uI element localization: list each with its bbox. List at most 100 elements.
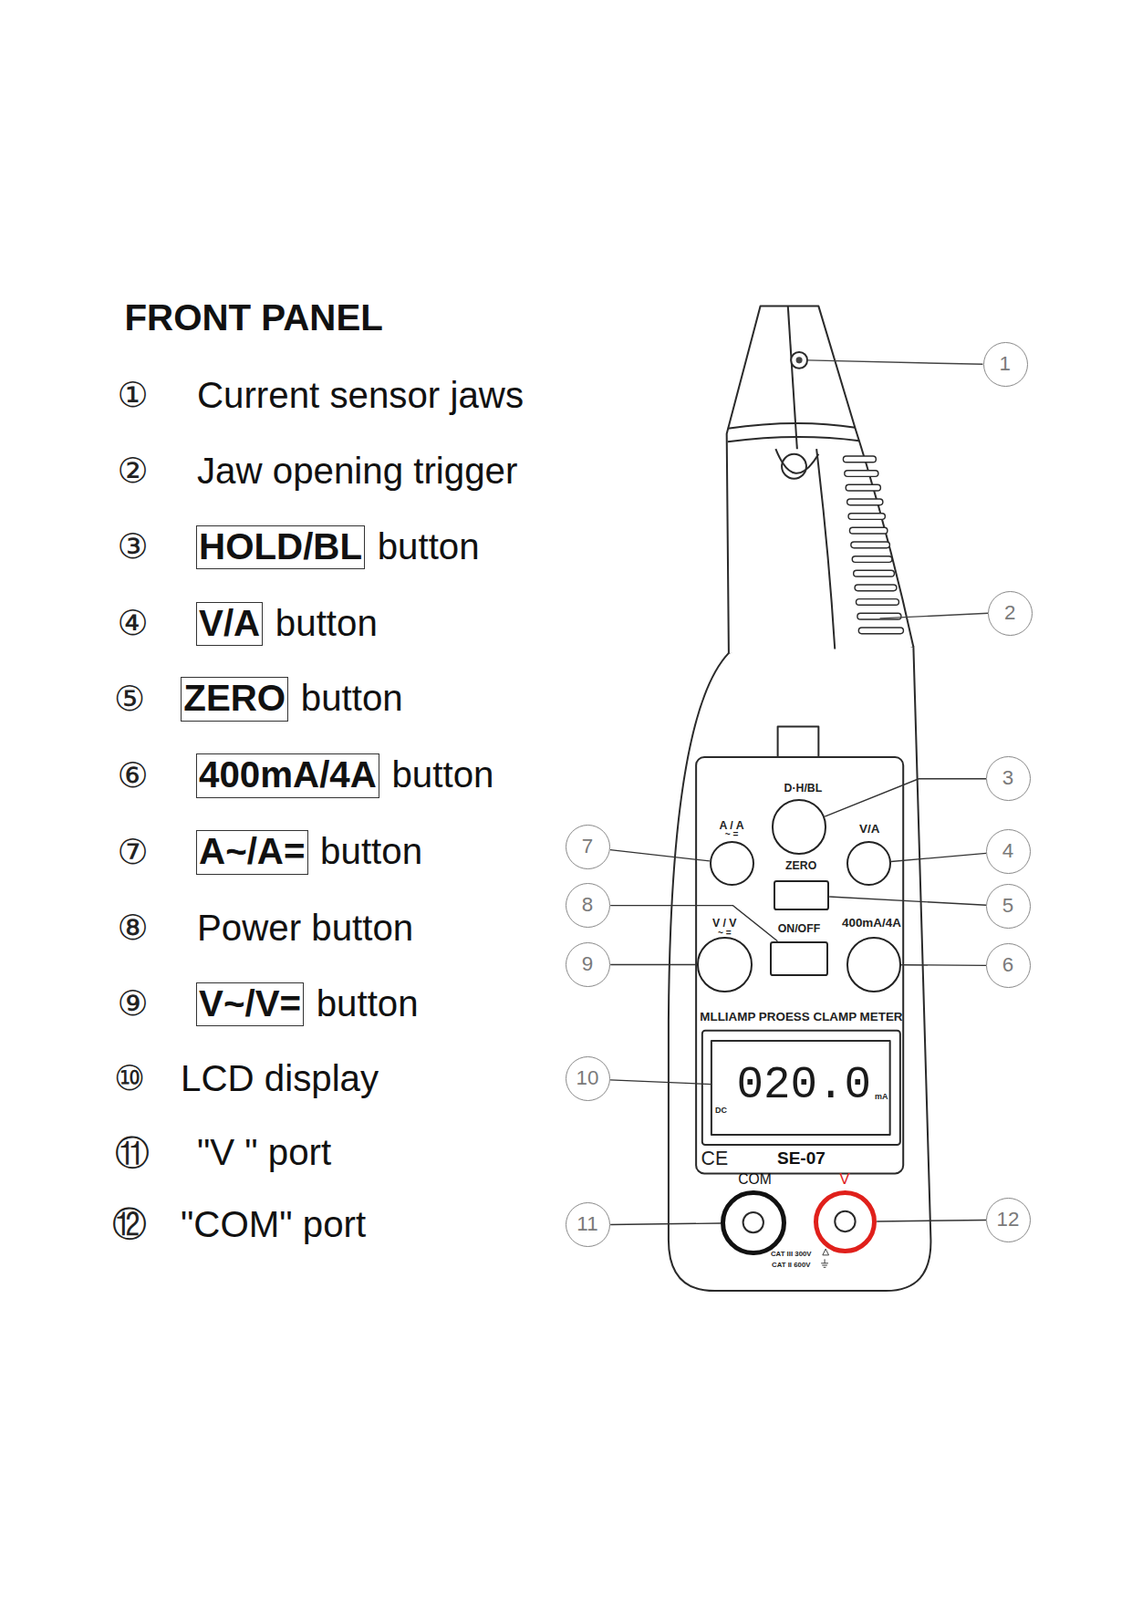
grip-rib [842, 456, 876, 463]
grip-rib [849, 527, 887, 534]
button-label: COM [737, 1171, 772, 1188]
callout-number: 10 [565, 1056, 611, 1101]
button-name: V~/V= [198, 983, 302, 1026]
leader-line [807, 360, 983, 364]
panel-tab [778, 726, 820, 758]
grip-rib [851, 541, 891, 549]
list-number: ⑩ [114, 1059, 146, 1100]
list-text: Jaw opening trigger [197, 450, 518, 493]
lcd-text: DC [715, 1105, 727, 1115]
lcd-window [711, 1040, 891, 1135]
button-label: ~ = [725, 829, 739, 841]
grip-rib [853, 570, 895, 577]
button-name-box: V/A [196, 602, 264, 646]
leader-line [824, 778, 987, 817]
callout-number: 5 [1002, 893, 1014, 918]
grip-rib [857, 612, 902, 620]
device-marking: CAT III 300V [770, 1249, 812, 1258]
lcd-frame [702, 1030, 901, 1145]
leader-line [610, 1080, 712, 1085]
device-marking: SE-07 [777, 1148, 826, 1169]
va-button: V/A [846, 841, 892, 886]
button-name: HOLD/BL [198, 526, 363, 569]
button-name-box: A~/A= [196, 830, 309, 874]
callout-number: 4 [986, 829, 1031, 874]
leader-line [879, 612, 988, 619]
warning-symbol [822, 1248, 830, 1256]
list-number: ⑧ [116, 908, 148, 949]
callout-number: 11 [565, 1202, 611, 1247]
grip-rib [848, 513, 885, 520]
callout-number: 9 [565, 942, 611, 987]
button-label: ZERO [785, 859, 817, 873]
callout-number: 3 [1002, 766, 1014, 790]
list-text: "COM" port [180, 1204, 366, 1247]
button-label: D·H/BL [784, 781, 823, 795]
callout-number: 1 [998, 352, 1010, 376]
ground-symbol [820, 1258, 829, 1268]
button-name-box: 400mA/4A [196, 753, 380, 798]
zero-button: ZERO [773, 880, 831, 912]
grip-rib [845, 484, 881, 491]
trigger-edge [816, 448, 835, 649]
callout-number: 8 [581, 893, 593, 917]
callout-number: 6 [986, 943, 1031, 988]
button-label: V [839, 1170, 850, 1188]
power-button: ON/OFF [769, 941, 829, 977]
acdc-current-button: A / A~ = [709, 841, 755, 886]
leader-line [610, 964, 697, 966]
callout-number: 2 [1004, 601, 1016, 625]
list-text: button [377, 526, 480, 569]
leader-line [829, 896, 987, 905]
leader-line [610, 1223, 721, 1226]
list-text: button [320, 830, 423, 873]
hinge-arc [775, 448, 819, 474]
v-port: V [813, 1190, 877, 1254]
acdc-voltage-button: V / V~ = [696, 936, 752, 992]
callout-number: 7 [565, 824, 611, 870]
list-number: ⑪ [114, 1133, 150, 1174]
list-number: ⑦ [116, 832, 148, 873]
button-name-box: ZERO [180, 676, 289, 721]
grip-rib [854, 584, 897, 592]
meter-body [668, 634, 932, 1291]
device-marking: CAT II 600V [771, 1260, 811, 1269]
grip-rib [856, 599, 900, 606]
button-name: V/A [198, 602, 260, 645]
leader-dot [796, 357, 802, 364]
port-socket [834, 1211, 855, 1232]
list-number: ① [116, 375, 148, 416]
callout-number: 11 [576, 1212, 598, 1236]
list-text: Current sensor jaws [197, 374, 524, 417]
jaw-band [727, 436, 860, 442]
button-name: ZERO [183, 677, 286, 720]
list-text: "V " port [197, 1132, 332, 1174]
button-label: ~ = [717, 927, 732, 939]
callout-number: 2 [987, 591, 1033, 636]
leader-line [891, 852, 987, 862]
callout-number: 4 [1002, 839, 1014, 863]
callout-number: 1 [983, 342, 1029, 387]
button-name: 400mA/4A [198, 754, 377, 797]
button-name-box: V~/V= [196, 982, 304, 1027]
list-text: LCD display [180, 1058, 379, 1101]
jaw-split [788, 306, 798, 450]
callout-number: 8 [565, 882, 611, 928]
callout-number: 5 [986, 883, 1031, 929]
button-name: A~/A= [198, 830, 305, 873]
leader-line [901, 964, 987, 966]
lcd-display: DC020.0mA [711, 1040, 891, 1135]
grip-rib [858, 627, 904, 634]
grip-rib [847, 498, 883, 506]
list-number: ③ [116, 527, 148, 568]
callout-number: 9 [581, 952, 593, 977]
jaw-pivot [790, 352, 808, 369]
list-text: Power button [197, 907, 414, 950]
jaw-band [727, 423, 856, 429]
callout-number: 3 [986, 756, 1031, 801]
list-number: ⑨ [116, 984, 148, 1025]
list-number: ④ [116, 603, 148, 644]
list-text: button [316, 983, 419, 1026]
list-text: button [275, 602, 378, 645]
